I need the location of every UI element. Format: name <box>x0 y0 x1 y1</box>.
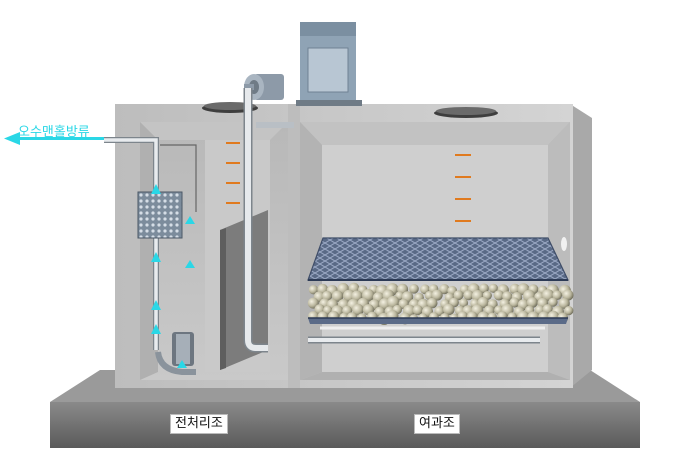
filter-media-ball <box>439 284 450 295</box>
filter-media-ball <box>331 290 344 302</box>
filter-media-ball <box>509 297 520 308</box>
submersible-pump <box>155 332 196 375</box>
filter-media-ball <box>526 297 538 308</box>
control-box <box>296 22 362 106</box>
air-diffuser-marks-right <box>455 154 471 222</box>
air-supply-pipe <box>243 88 294 353</box>
filter-media-ball <box>443 303 455 316</box>
filtration-tank-label: 여과조 <box>414 414 460 434</box>
filter-media-ball <box>479 283 489 294</box>
filtration-drain-pipe <box>308 326 545 344</box>
screen-basket <box>137 191 183 239</box>
outflow-label: 오수맨홀방류 <box>18 125 90 140</box>
filter-media-ball <box>562 289 574 301</box>
filter-media-ball <box>426 297 438 309</box>
filter-media-ball <box>352 303 364 316</box>
filter-media-ball <box>509 283 521 295</box>
filter-media-ball <box>488 283 498 293</box>
filter-media-ball <box>558 297 570 309</box>
air-diffuser-marks-left <box>226 142 240 204</box>
pretreatment-tank-label: 전처리조 <box>170 414 228 434</box>
filter-media-screen <box>307 237 569 281</box>
manhole-lid-right <box>434 107 498 118</box>
filter-media-ball <box>552 290 562 301</box>
filter-media-ball <box>431 289 443 301</box>
filter-media-ball <box>453 290 464 301</box>
filter-media-ball <box>308 285 319 295</box>
filter-media-ball <box>459 298 469 308</box>
flow-arrows-up <box>151 184 195 368</box>
outflow-arrow <box>4 132 104 145</box>
filter-media-ball <box>548 297 558 307</box>
filter-media-ball <box>409 284 419 294</box>
filter-media-ball <box>424 290 435 301</box>
filter-media-ball <box>493 290 505 301</box>
filter-media-ball <box>412 305 423 316</box>
filter-media-ball <box>564 306 574 316</box>
discharge-riser-pipe <box>104 137 197 350</box>
filter-media-ball <box>463 290 474 301</box>
filter-support-screen <box>308 317 568 324</box>
